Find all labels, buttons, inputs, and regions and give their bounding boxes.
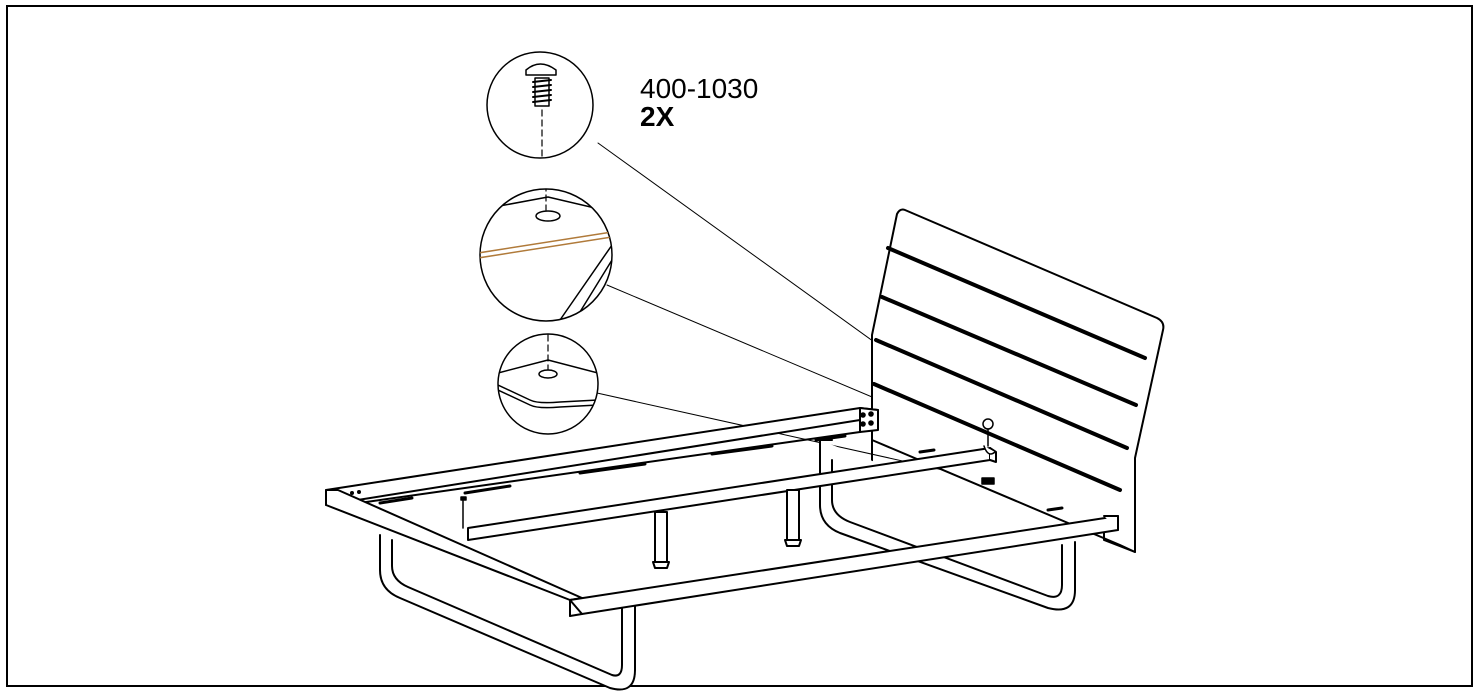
front-leg <box>379 534 636 691</box>
back-leg <box>819 439 1076 611</box>
foot-rail <box>569 515 1119 617</box>
center-legs <box>652 489 802 569</box>
bolt-head-icon <box>525 63 557 76</box>
center-rail <box>467 447 997 541</box>
headboard-grooves <box>872 246 1147 492</box>
part-number: 400-1030 <box>640 73 759 104</box>
detail-circle-slat-hole <box>497 333 599 435</box>
detail-circle-rail <box>479 188 613 322</box>
frame-hardware <box>460 418 996 529</box>
hardware-callout-label: 400-1030 2X <box>640 75 758 131</box>
detail-circle-bolt <box>486 51 594 159</box>
slat-brackets <box>378 434 1064 512</box>
rail-end-holes <box>350 411 874 495</box>
part-quantity: 2X <box>640 101 675 132</box>
